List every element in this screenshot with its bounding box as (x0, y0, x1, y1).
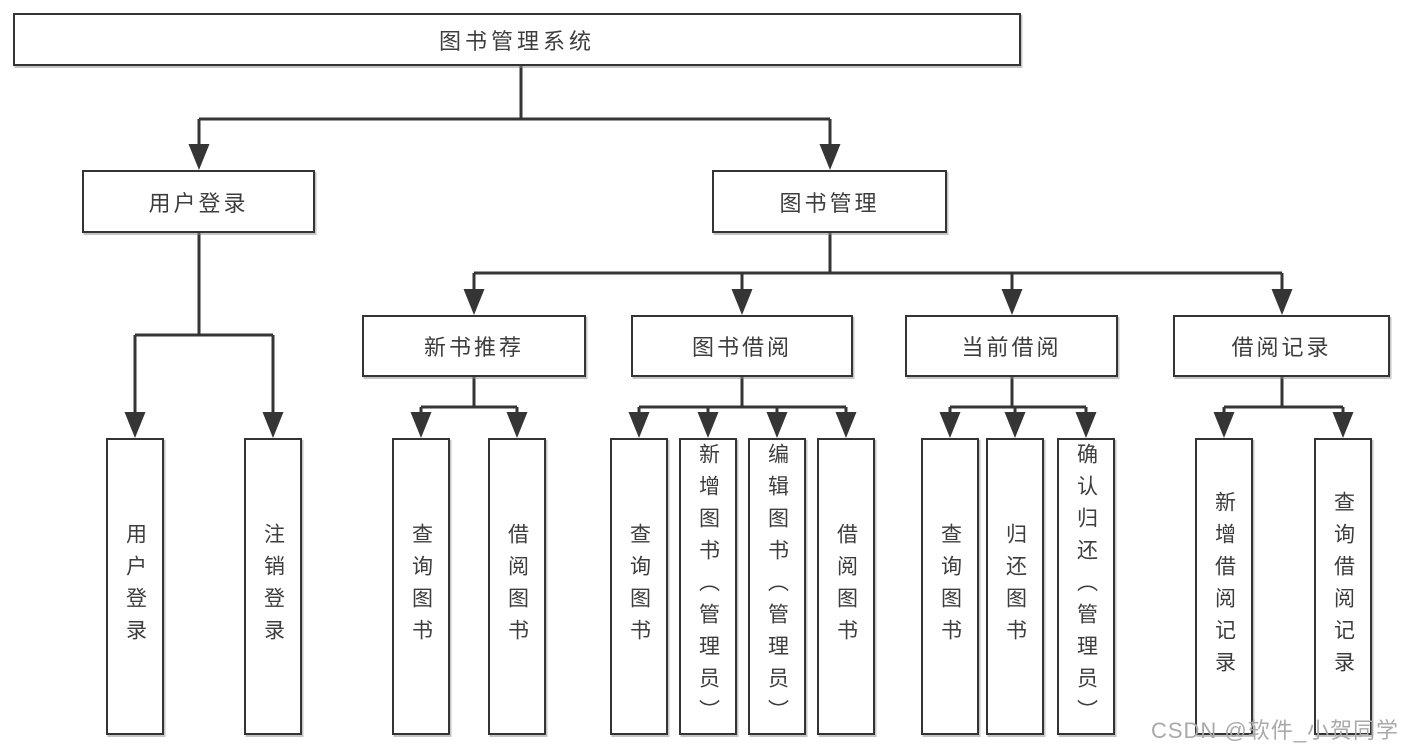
node-add-books-admin: 新增图书（管理员） (679, 438, 737, 735)
node-label: 编辑图书（管理员） (765, 442, 789, 731)
node-label: 图书管理系统 (438, 28, 595, 54)
node-query-books-current: 查询图书 (921, 438, 979, 735)
node-borrow-books: 借阅图书 (817, 438, 875, 735)
node-book-borrow: 图书借阅 (631, 315, 853, 377)
arrow-down-icon (188, 144, 210, 170)
node-label: 借阅记录 (1231, 335, 1332, 360)
node-borrow-books-recommend: 借阅图书 (488, 438, 546, 735)
node-label: 图书借阅 (691, 335, 792, 360)
node-label: 图书管理 (779, 190, 880, 216)
node-label: 归还图书 (1003, 522, 1027, 651)
arrow-down-icon (1001, 289, 1023, 315)
arrow-down-icon (463, 289, 485, 315)
connector-borrow-records (1213, 377, 1354, 438)
node-borrow-records: 借阅记录 (1173, 315, 1390, 377)
node-query-books-borrow: 查询图书 (610, 438, 668, 735)
arrow-down-icon (506, 412, 528, 438)
arrow-down-icon (1075, 412, 1097, 438)
node-label: 新增图书（管理员） (696, 442, 720, 731)
node-logout: 注销登录 (244, 438, 302, 735)
arrow-down-icon (697, 412, 719, 438)
node-label: 用户登录 (123, 522, 147, 651)
arrow-down-icon (262, 412, 284, 438)
arrow-down-icon (766, 412, 788, 438)
arrow-down-icon (410, 412, 432, 438)
node-return-books: 归还图书 (986, 438, 1044, 735)
arrow-down-icon (835, 412, 857, 438)
connector-book-borrow (628, 377, 857, 438)
connector-new-book-recommend (410, 377, 528, 438)
node-label: 用户登录 (148, 190, 249, 216)
node-label: 新增借阅记录 (1212, 490, 1236, 683)
node-label: 注销登录 (261, 522, 285, 651)
csdn-watermark: CSDN @软件_小贺同学 (1150, 718, 1399, 743)
connector-book-management (463, 233, 1293, 315)
node-book-management: 图书管理 (712, 170, 947, 233)
node-label: 查询借阅记录 (1331, 490, 1355, 683)
node-user-login: 用户登录 (82, 170, 315, 233)
arrow-down-icon (1271, 289, 1293, 315)
node-current-borrow: 当前借阅 (905, 315, 1118, 377)
connector-current-borrow (939, 377, 1097, 438)
node-new-book-recommend: 新书推荐 (362, 315, 586, 377)
node-add-borrow-record: 新增借阅记录 (1195, 438, 1253, 735)
node-label: 新书推荐 (423, 335, 524, 360)
node-label: 借阅图书 (834, 522, 858, 651)
node-label: 当前借阅 (961, 335, 1062, 360)
node-library-system: 图书管理系统 (13, 13, 1021, 66)
node-user-login-action: 用户登录 (106, 438, 164, 735)
arrow-down-icon (1213, 412, 1235, 438)
arrow-down-icon (628, 412, 650, 438)
arrow-down-icon (1004, 412, 1026, 438)
node-query-borrow-record: 查询借阅记录 (1314, 438, 1372, 735)
arrow-down-icon (939, 412, 961, 438)
connector-user-login (124, 233, 284, 438)
connector-root (188, 66, 841, 170)
arrow-down-icon (1332, 412, 1354, 438)
node-edit-books-admin: 编辑图书（管理员） (748, 438, 806, 735)
node-label: 查询图书 (627, 522, 651, 651)
node-label: 借阅图书 (505, 522, 529, 651)
node-label: 确认归还（管理员） (1074, 442, 1098, 731)
node-label: 查询图书 (409, 522, 433, 651)
arrow-down-icon (731, 289, 753, 315)
node-query-books-recommend: 查询图书 (392, 438, 450, 735)
node-confirm-return-admin: 确认归还（管理员） (1057, 438, 1115, 735)
arrow-down-icon (124, 412, 146, 438)
arrow-down-icon (819, 144, 841, 170)
node-label: 查询图书 (938, 522, 962, 651)
